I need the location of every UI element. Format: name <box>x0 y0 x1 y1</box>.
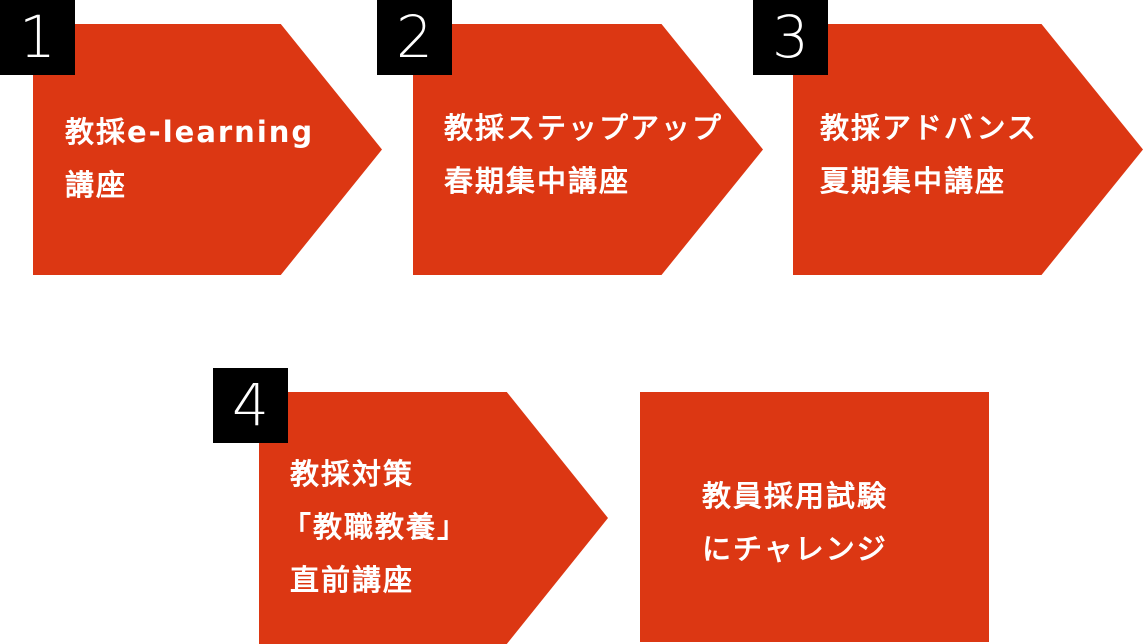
step-3-line-1: 教採アドバンス <box>820 111 1038 145</box>
step-4-label: 教採対策 「教職教養」 直前講座 <box>282 448 468 607</box>
step-4-badge: 4 <box>213 368 288 443</box>
goal-label: 教員採用試験 にチャレンジ <box>702 470 888 576</box>
step-1-line-1: 教採e-learning <box>65 115 315 149</box>
step-3-badge: 3 <box>753 0 828 75</box>
goal-line-2: にチャレンジ <box>702 532 888 566</box>
step-2-line-1: 教採ステップアップ <box>444 111 724 145</box>
goal-line-1: 教員採用試験 <box>702 479 889 513</box>
step-1-label: 教採e-learning 講座 <box>65 106 314 212</box>
goal-box <box>640 392 989 642</box>
step-2-line-2: 春期集中講座 <box>444 164 631 198</box>
step-1-line-2: 講座 <box>65 168 128 202</box>
step-4-line-1: 教採対策 <box>290 457 415 491</box>
step-4-line-3: 直前講座 <box>290 563 415 597</box>
step-2-label: 教採ステップアップ 春期集中講座 <box>444 102 723 208</box>
step-4-line-2: 「教職教養」 <box>282 510 469 544</box>
step-3-label: 教採アドバンス 夏期集中講座 <box>820 102 1038 208</box>
step-2-badge: 2 <box>377 0 452 75</box>
step-3-line-2: 夏期集中講座 <box>820 164 1007 198</box>
step-1-badge: 1 <box>0 0 75 75</box>
